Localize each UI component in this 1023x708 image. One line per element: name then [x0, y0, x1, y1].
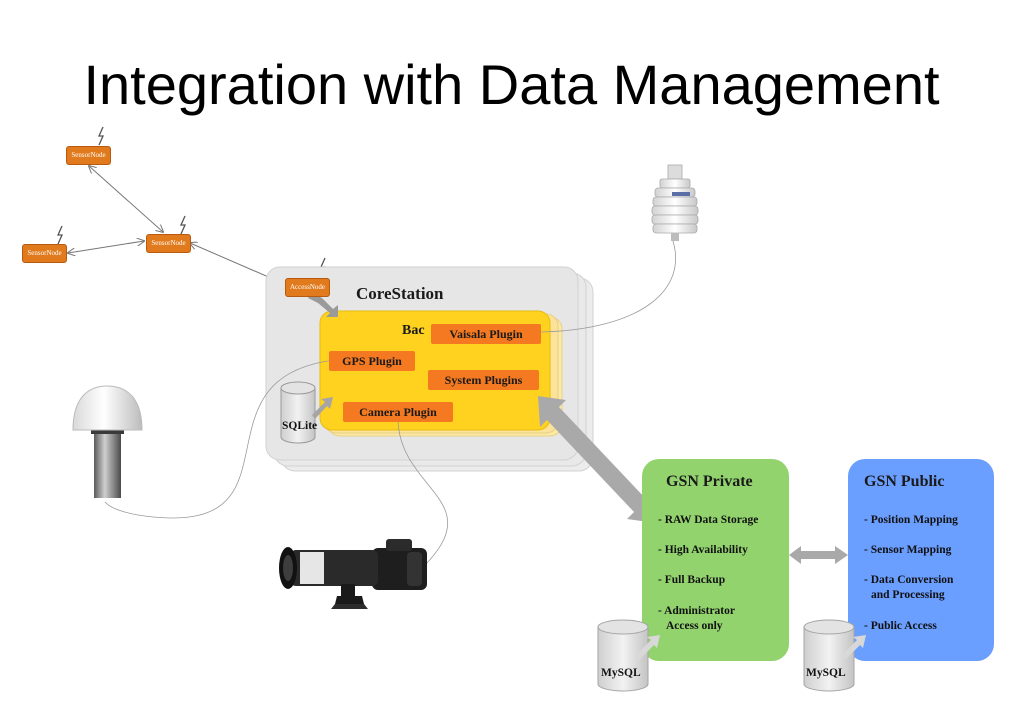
wireless-icon — [179, 215, 187, 235]
link-sensor1-sensor3 — [89, 166, 163, 232]
mysql-public-db-icon — [803, 626, 855, 692]
gsn-public-item: - Data Conversion — [864, 574, 954, 586]
page-title: Integration with Data Management — [83, 53, 940, 116]
vaisala-plugin: Vaisala Plugin — [431, 324, 541, 344]
gsn-public-box — [848, 459, 994, 661]
gsn-private-item: - Administrator — [658, 605, 735, 617]
gsn-public-title: GSN Public — [864, 473, 945, 490]
access-node: AccessNode — [285, 278, 330, 297]
gsn-public-item: and Processing — [871, 589, 945, 601]
gsn-private-item: Access only — [666, 620, 723, 632]
system-plugins-label: System Plugins — [444, 373, 523, 387]
camera-plugin: Camera Plugin — [343, 402, 453, 422]
mysql-private-label: MySQL — [601, 667, 641, 679]
sensor-node-2: SensorNode — [22, 244, 67, 263]
backend-label: Bac — [402, 323, 425, 338]
mysql-public-label: MySQL — [806, 667, 846, 679]
sensor-node-1: SensorNode — [66, 146, 111, 165]
gsn-private-box — [642, 459, 789, 661]
link-sensor2-sensor3 — [68, 241, 144, 253]
corestation-title: CoreStation — [356, 284, 444, 303]
wireless-icon — [56, 225, 64, 245]
gsn-private-item: - RAW Data Storage — [658, 514, 759, 526]
weather-station-icon — [651, 164, 699, 241]
arrow-corestation-gsn-private — [538, 396, 656, 523]
gps-plugin: GPS Plugin — [329, 351, 415, 371]
gsn-private-item: - Full Backup — [658, 574, 726, 586]
arrow-private-public — [789, 546, 848, 564]
sqlite-label: SQLite — [282, 420, 318, 432]
mysql-private-db-icon — [597, 626, 649, 692]
gsn-private-item: - High Availability — [658, 544, 748, 556]
gsn-public-item: - Position Mapping — [864, 514, 958, 526]
gps-antenna-icon — [72, 385, 143, 498]
sqlite-db-icon — [280, 387, 316, 444]
link-camera — [397, 419, 449, 566]
gsn-private-title: GSN Private — [666, 473, 753, 490]
link-gps — [104, 358, 346, 519]
gsn-public-item: - Sensor Mapping — [864, 544, 952, 556]
sensor-node-3: SensorNode — [146, 234, 191, 253]
link-vaisala — [539, 237, 677, 333]
gsn-public-item: - Public Access — [864, 620, 937, 632]
camera-icon — [279, 539, 427, 609]
system-plugins: System Plugins — [428, 370, 539, 390]
wireless-icon — [97, 126, 105, 146]
